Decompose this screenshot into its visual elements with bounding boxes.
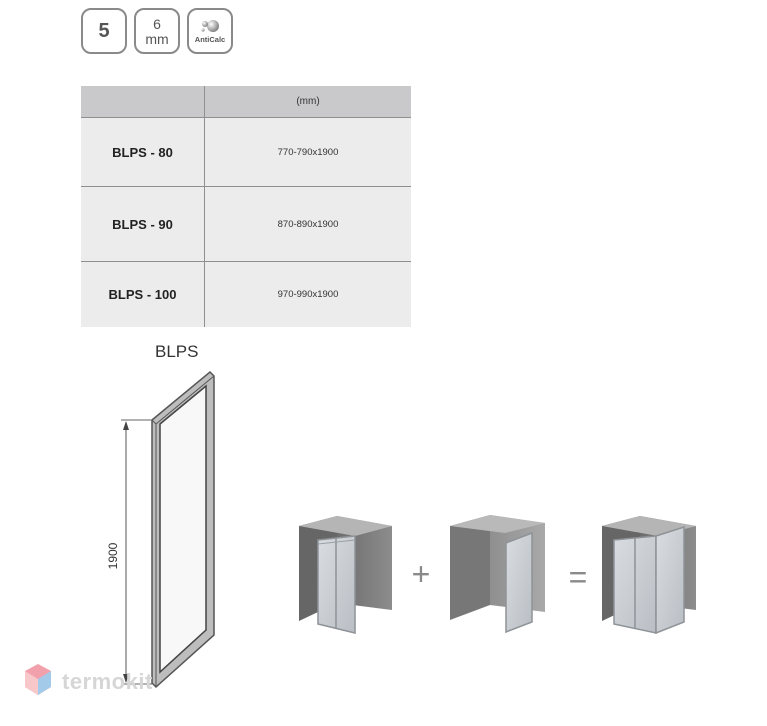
table-header-row: (mm) — [81, 86, 411, 118]
side-panel-drawing — [151, 370, 215, 689]
anticalc-drops-icon — [201, 20, 219, 33]
dimensions-cell: 870-890x1900 — [204, 186, 411, 262]
watermark-text: termokit — [62, 669, 153, 694]
enclosure-result-illustration — [602, 516, 696, 635]
dimensions-cell: 970-990x1900 — [277, 289, 339, 300]
header-dimensions: (mm) — [204, 86, 411, 118]
enclosure-side-panel-illustration — [450, 515, 545, 634]
height-dimension-line — [121, 419, 152, 685]
dimensions-cell: 770-790x1900 — [204, 117, 411, 187]
model-cell: BLPS - 80 — [81, 117, 205, 187]
equals-sign: = — [569, 559, 588, 595]
table-row: BLPS - 90 870-890x1900 — [81, 186, 411, 262]
glass-thickness-badge: 6 mm — [134, 8, 180, 54]
thickness-value: 5 — [98, 20, 110, 42]
table-row: BLPS - 80 770-790x1900 — [81, 117, 411, 187]
model-cell: BLPS - 90 — [81, 186, 205, 262]
glass-thickness-unit: mm — [145, 30, 169, 47]
panel-label: BLPS — [155, 342, 199, 361]
anticalc-badge: AntiCalc — [187, 8, 233, 54]
termokit-logo-icon — [25, 664, 51, 695]
header-model — [81, 86, 205, 118]
dimensions-table: (mm) BLPS - 80 770-790x1900 BLPS - 90 87… — [81, 86, 411, 327]
glass-thickness-value: 6 — [153, 15, 161, 32]
plus-sign: + — [412, 556, 431, 592]
anticalc-label: AntiCalc — [194, 35, 226, 45]
model-cell: BLPS - 100 — [81, 261, 205, 327]
feature-badges: 5 6 mm AntiCalc — [81, 8, 233, 54]
enclosure-door-illustration — [299, 516, 392, 634]
table-row: BLPS - 100 970-990x1900 — [81, 261, 411, 327]
thickness-badge: 5 — [81, 8, 127, 54]
